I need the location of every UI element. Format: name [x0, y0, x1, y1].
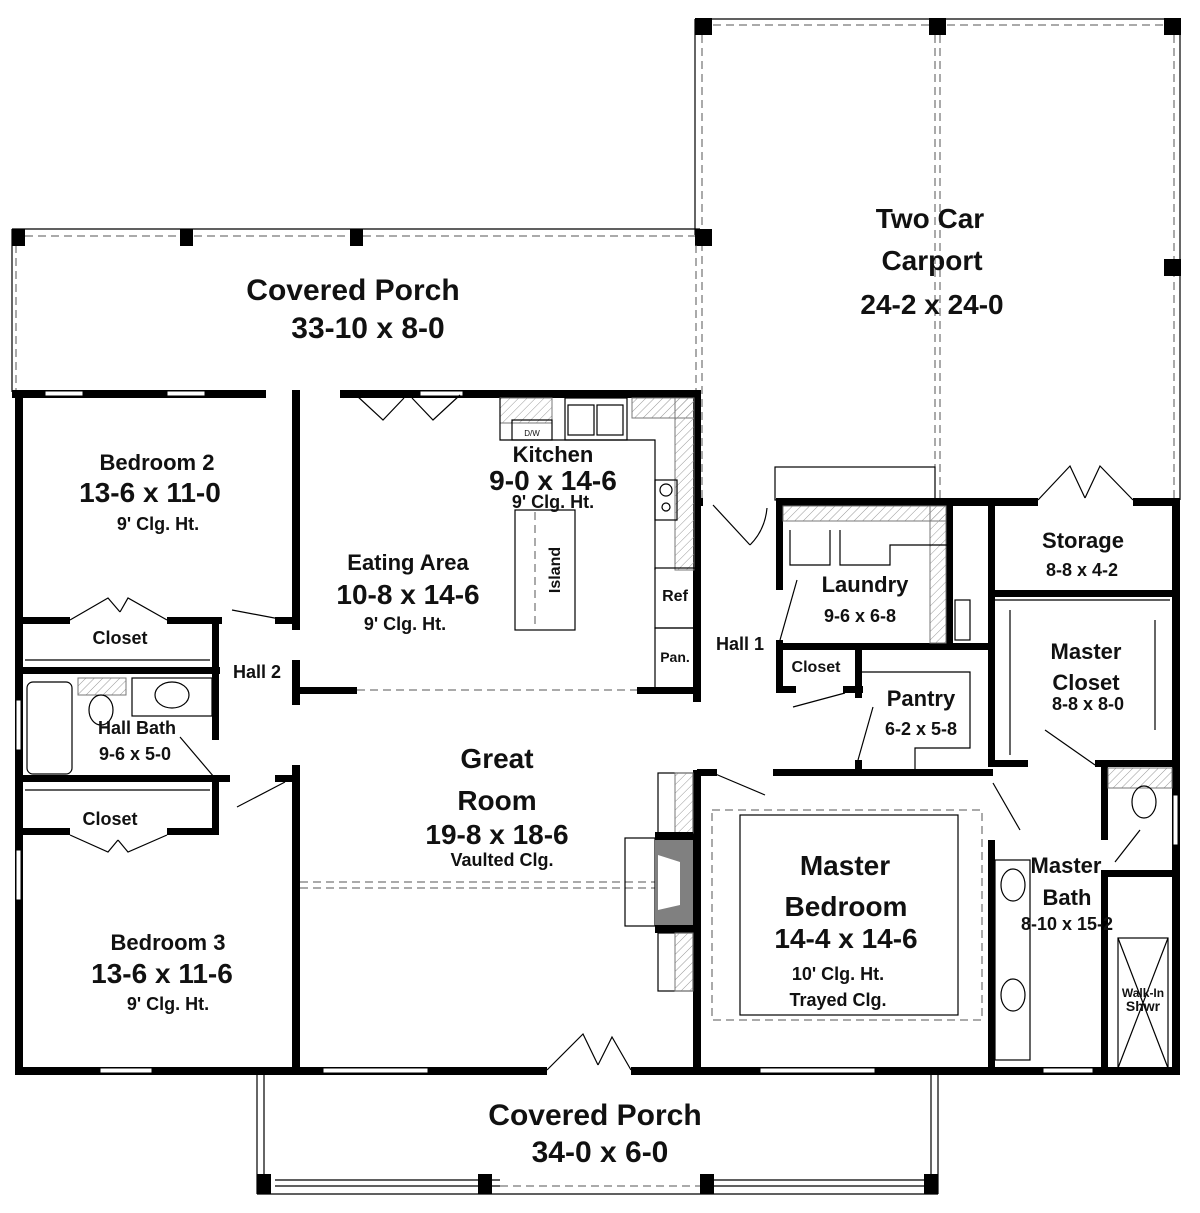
carport-name: Two Car	[876, 203, 984, 234]
bedroom2-ceiling: 9' Clg. Ht.	[117, 514, 199, 534]
carport-post	[1164, 259, 1181, 276]
sink-icon	[1000, 978, 1026, 1012]
shower-label-2: Shwr	[1126, 998, 1161, 1014]
bedroom2-name: Bedroom 2	[100, 450, 215, 475]
great-room-size: 19-8 x 18-6	[425, 819, 568, 850]
great-room-name: Great	[460, 743, 533, 774]
eating-area-ceiling: 9' Clg. Ht.	[364, 614, 446, 634]
master-bath-name-2: Bath	[1043, 885, 1092, 910]
master-bath-name: Master	[1031, 853, 1102, 878]
pantry-cabinet-label: Pan.	[660, 649, 690, 665]
doors	[69, 394, 1141, 1071]
porch-post	[12, 229, 25, 246]
kitchen-name: Kitchen	[513, 442, 594, 467]
porch-post	[180, 229, 193, 246]
porch-post	[478, 1174, 492, 1194]
carport-post	[695, 229, 712, 246]
bedroom3-name: Bedroom 3	[111, 930, 226, 955]
shower-label: Walk-In	[1122, 986, 1164, 1000]
exterior-walls	[12, 389, 1180, 1076]
great-room-name-2: Room	[457, 785, 536, 816]
interior-walls	[20, 390, 1178, 1075]
bathtub-icon	[26, 681, 73, 775]
porch-post	[350, 229, 363, 246]
closet-bed3: Closet	[82, 809, 137, 829]
sink-icon	[564, 397, 628, 441]
master-closet-size: 8-8 x 8-0	[1052, 694, 1124, 714]
closet-hall1: Closet	[792, 659, 842, 676]
shower	[1117, 937, 1169, 1069]
toilet-icon	[1131, 785, 1157, 819]
great-room-ceiling: Vaulted Clg.	[450, 850, 553, 870]
laundry-size: 9-6 x 6-8	[824, 606, 896, 626]
sink-icon	[1000, 868, 1026, 902]
storage-name: Storage	[1042, 528, 1124, 553]
master-bedroom-size: 14-4 x 14-6	[774, 923, 917, 954]
room-labels: Covered Porch 33-10 x 8-0 Two Car Carpor…	[79, 203, 1164, 1169]
eating-area-size: 10-8 x 14-6	[336, 579, 479, 610]
porch-post	[257, 1174, 271, 1194]
fixtures: D/W	[25, 397, 1173, 1069]
porch-post	[700, 1174, 714, 1194]
hall2-name: Hall 2	[233, 662, 281, 682]
storage-size: 8-8 x 4-2	[1046, 560, 1118, 580]
pantry-name: Pantry	[887, 686, 956, 711]
kitchen-window	[419, 390, 464, 397]
hall-bath-name: Hall Bath	[98, 718, 176, 738]
master-bedroom-name-2: Bedroom	[785, 891, 908, 922]
carport-post	[929, 18, 946, 35]
master-closet-name-2: Closet	[1052, 670, 1120, 695]
closet-bed2: Closet	[92, 628, 147, 648]
hall1-name: Hall 1	[716, 634, 764, 654]
front-porch-name: Covered Porch	[488, 1099, 701, 1132]
svg-text:D/W: D/W	[524, 429, 540, 438]
range-icon	[654, 479, 678, 521]
bedroom3-ceiling: 9' Clg. Ht.	[127, 994, 209, 1014]
master-bedroom-ceiling: 10' Clg. Ht.	[792, 964, 884, 984]
laundry-name: Laundry	[822, 572, 910, 597]
front-porch-size: 34-0 x 6-0	[532, 1136, 669, 1169]
bedroom2-size: 13-6 x 11-0	[79, 477, 221, 508]
carport-post	[1164, 18, 1181, 35]
toilet-icon	[88, 694, 114, 726]
island-label: Island	[547, 547, 564, 593]
bedroom3-size: 13-6 x 11-6	[91, 958, 233, 989]
kitchen-size: 9-0 x 14-6	[489, 465, 617, 496]
pantry-size: 6-2 x 5-8	[885, 719, 957, 739]
carport-post	[695, 18, 712, 35]
eating-area-name: Eating Area	[347, 550, 469, 575]
ref-label: Ref	[662, 588, 688, 605]
rear-covered-porch	[11, 228, 700, 392]
master-bedroom-name: Master	[800, 850, 890, 881]
master-closet-name: Master	[1051, 639, 1122, 664]
kitchen-ceiling: 9' Clg. Ht.	[512, 492, 594, 512]
porch-post	[924, 1174, 938, 1194]
kitchen-island	[514, 509, 576, 631]
front-covered-porch	[256, 1075, 939, 1195]
rear-porch-name: Covered Porch	[246, 274, 459, 307]
carport-size: 24-2 x 24-0	[860, 289, 1003, 320]
master-bedroom-ceiling-type: Trayed Clg.	[789, 990, 886, 1010]
rear-porch-size: 33-10 x 8-0	[291, 312, 444, 345]
carport-name-2: Carport	[881, 245, 982, 276]
hall-bath-size: 9-6 x 5-0	[99, 744, 171, 764]
master-bath-size: 8-10 x 15-2	[1021, 914, 1113, 934]
sink-icon	[154, 681, 190, 709]
